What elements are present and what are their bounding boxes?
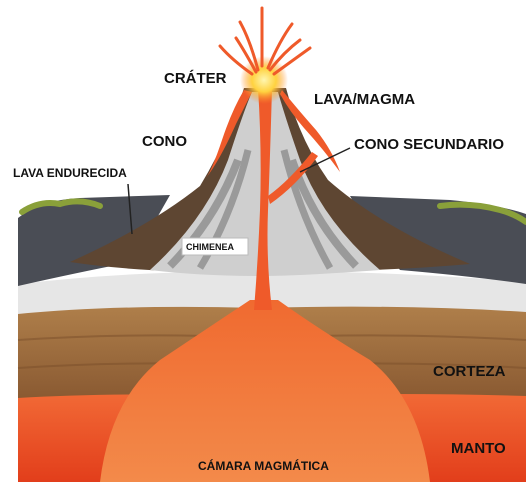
label-chimenea: CHIMENEA <box>186 243 234 252</box>
label-crater: CRÁTER <box>164 71 227 86</box>
label-cono-secundario: CONO SECUNDARIO <box>354 137 504 152</box>
label-camara-magmatica: CÁMARA MAGMÁTICA <box>198 460 329 472</box>
label-lava-endurecida: LAVA ENDURECIDA <box>13 167 127 179</box>
label-cono: CONO <box>142 134 187 149</box>
label-corteza: CORTEZA <box>433 364 506 379</box>
label-manto: MANTO <box>451 441 506 456</box>
label-lava-magma: LAVA/MAGMA <box>314 92 415 107</box>
eruption-glow <box>240 56 288 104</box>
